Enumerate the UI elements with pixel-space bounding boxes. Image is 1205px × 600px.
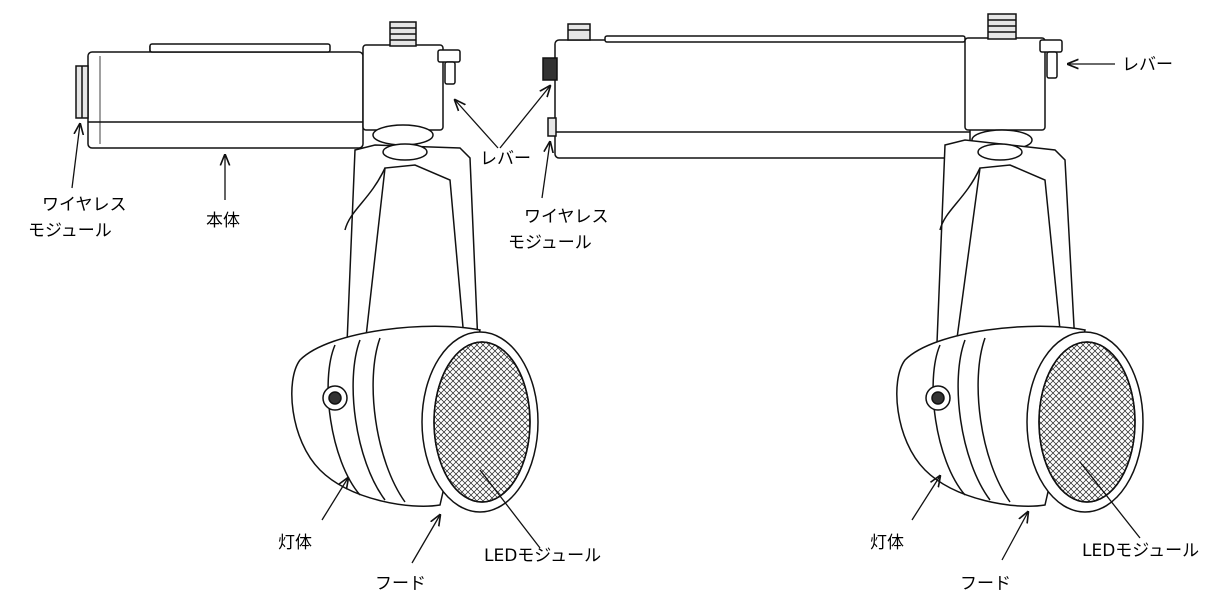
label-led-module-right: LEDモジュール (1082, 541, 1200, 561)
label-wireless-module-right-line1: ワイヤレス (524, 207, 609, 227)
right-adapter-block (964, 13, 1063, 151)
arrow-icon (1001, 512, 1028, 561)
right-hood (1026, 331, 1144, 513)
arrow-icon (499, 86, 550, 149)
arrow-icon (411, 515, 440, 564)
right-pivot-knob (925, 385, 951, 411)
left-fixture (75, 21, 539, 513)
left-adapter-block (362, 21, 461, 146)
label-wireless-module-left-line1: ワイヤレス (42, 195, 127, 215)
arrow-icon (71, 124, 80, 189)
label-lamp-body-right: 灯体 (870, 533, 904, 553)
arrow-icon (455, 100, 499, 149)
arrow-icon (321, 478, 348, 521)
right-fixture (542, 13, 1144, 513)
leader-arrows (71, 64, 1141, 564)
label-lever-right: レバー (1122, 55, 1173, 75)
label-hood-right: フード (960, 574, 1011, 594)
label-lamp-body-left: 灯体 (278, 533, 312, 553)
left-pivot-knob (322, 385, 348, 411)
right-body-housing (554, 23, 971, 159)
left-hood (421, 331, 539, 513)
left-wireless-module (75, 65, 89, 119)
label-led-module-left: LEDモジュール (484, 546, 602, 566)
arrow-icon (1079, 461, 1141, 539)
arrow-icon (541, 142, 550, 199)
left-body-housing (87, 43, 364, 149)
label-lever-center: レバー (480, 149, 531, 169)
label-body: 本体 (206, 211, 240, 231)
label-hood-left: フード (375, 574, 426, 594)
right-wireless-module (542, 57, 558, 137)
arrow-icon (479, 469, 541, 549)
arrow-icon (911, 476, 940, 521)
label-wireless-module-right-line2: モジュール (508, 233, 592, 253)
label-wireless-module-left-line2: モジュール (28, 221, 112, 241)
